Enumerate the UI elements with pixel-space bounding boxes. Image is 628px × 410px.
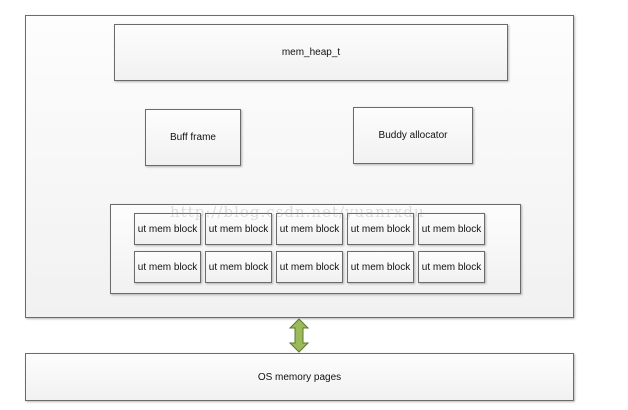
double-arrow-icon <box>288 318 310 353</box>
ut-mem-block: ut mem block <box>134 251 201 283</box>
buff-frame-label: Buff frame <box>170 132 216 143</box>
mem-heap-label: mem_heap_t <box>281 47 341 58</box>
ut-mem-block: ut mem block <box>205 213 272 245</box>
double-arrow-shape <box>288 318 310 353</box>
ut-mem-block: ut mem block <box>347 251 414 283</box>
buddy-allocator-label: Buddy allocator <box>378 130 448 141</box>
ut-mem-block: ut mem block <box>347 213 414 245</box>
ut-mem-block: ut mem block <box>276 251 343 283</box>
ut-mem-block: ut mem block <box>205 251 272 283</box>
os-memory-pages-box: OS memory pages <box>25 353 574 401</box>
buddy-allocator-box: Buddy allocator <box>353 107 473 164</box>
ut-mem-block: ut mem block <box>276 213 343 245</box>
ut-mem-block: ut mem block <box>418 213 485 245</box>
ut-mem-block: ut mem block <box>418 251 485 283</box>
ut-mem-block: ut mem block <box>134 213 201 245</box>
mem-heap-box: mem_heap_t <box>114 24 508 81</box>
os-memory-pages-label: OS memory pages <box>257 371 342 383</box>
buff-frame-box: Buff frame <box>145 109 241 166</box>
